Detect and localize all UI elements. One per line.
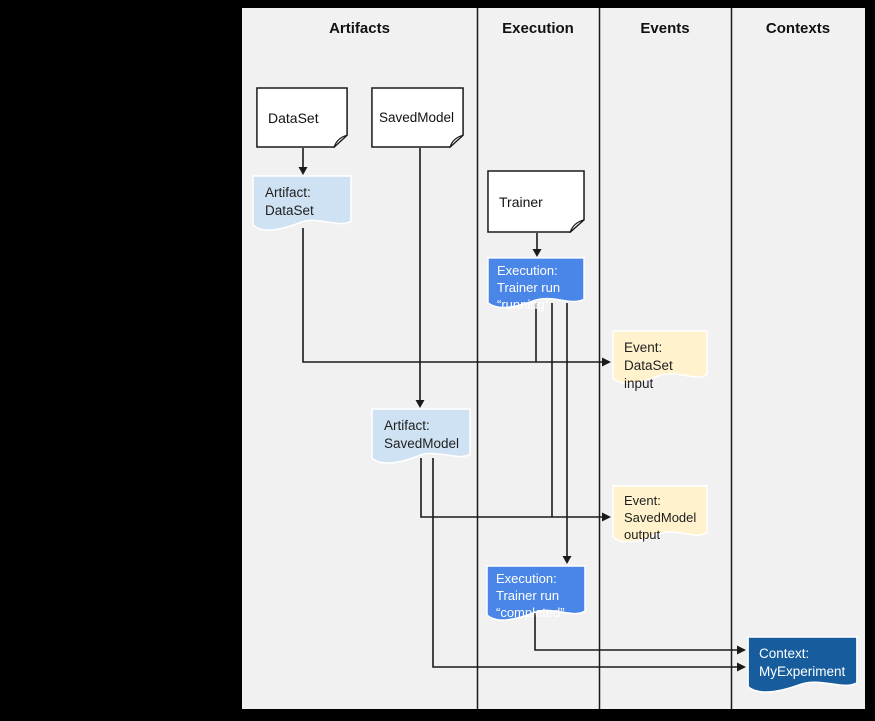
event-savedmodel-output-node: Event: SavedModel output [612, 485, 708, 547]
execution-completed-line3: “completed” [496, 605, 565, 620]
execution-running-label: Execution: Trainer run “running” [487, 257, 585, 313]
artifact-savedmodel-line2: SavedModel [384, 436, 460, 451]
execution-running-node: Execution: Trainer run “running” [487, 257, 585, 312]
artifact-dataset-node: Artifact: DataSet [252, 175, 352, 235]
event-dataset-input-line2: DataSet input [624, 358, 673, 391]
artifact-savedmodel-line1: Artifact: [384, 418, 430, 433]
column-header-contexts-label: Contexts [765, 19, 831, 37]
card-shape [487, 170, 585, 233]
execution-running-line1: Execution: [497, 263, 558, 278]
arrow-artifact-savedmodel-to-event-output [420, 458, 611, 522]
context-myexperiment-label: Context: MyExperiment [747, 636, 858, 681]
dataset-card-node: DataSet [256, 87, 348, 148]
event-savedmodel-output-line2: SavedModel [624, 510, 697, 525]
context-myexperiment-line1: Context: [759, 646, 810, 661]
event-dataset-input-node: Event: DataSet input [612, 330, 708, 391]
card-shape [256, 87, 348, 148]
arrow-running-to-completed [562, 303, 572, 564]
column-header-artifacts-label: Artifacts [329, 19, 390, 37]
execution-completed-line1: Execution: [496, 571, 557, 586]
artifact-savedmodel-label: Artifact: SavedModel [371, 408, 471, 453]
arrow-trainer-to-running [532, 233, 542, 257]
execution-completed-line2: Trainer run [496, 588, 560, 603]
event-savedmodel-output-label: Event: SavedModel output [612, 485, 708, 543]
artifact-dataset-label: Artifact: DataSet [252, 175, 352, 220]
dataset-card-label: DataSet [256, 87, 348, 148]
column-header-artifacts: Artifacts [242, 17, 477, 39]
execution-running-line3: “running” [497, 297, 550, 312]
context-myexperiment-node: Context: MyExperiment [747, 636, 858, 697]
context-myexperiment-line2: MyExperiment [759, 664, 846, 679]
dataset-card-text: DataSet [268, 109, 319, 126]
column-header-events-label: Events [640, 19, 690, 37]
column-header-execution: Execution [477, 17, 599, 39]
arrow-artifact-dataset-to-event-input [302, 228, 611, 367]
artifact-savedmodel-node: Artifact: SavedModel [371, 408, 471, 468]
lane-dividers [476, 8, 733, 709]
artifact-dataset-line2: DataSet [265, 203, 314, 218]
trainer-card-text: Trainer [499, 193, 543, 210]
wavy-shape [612, 485, 708, 547]
wavy-shape [747, 636, 858, 697]
execution-running-line2: Trainer run [497, 280, 561, 295]
wavy-shape [371, 408, 471, 468]
savedmodel-card-label: SavedModel [371, 87, 464, 148]
event-dataset-input-label: Event: DataSet input [612, 330, 708, 393]
wavy-shape [612, 330, 708, 388]
arrow-completed-to-context [534, 612, 746, 655]
savedmodel-card-node: SavedModel [371, 87, 464, 148]
column-header-contexts: Contexts [731, 17, 865, 39]
event-savedmodel-output-line3: output [624, 527, 661, 542]
column-header-events: Events [599, 17, 731, 39]
execution-completed-label: Execution: Trainer run “completed” [486, 565, 586, 621]
column-header-execution-label: Execution [502, 19, 574, 37]
event-savedmodel-output-line1: Event: [624, 493, 661, 508]
savedmodel-card-text: SavedModel [379, 110, 455, 125]
wavy-shape [486, 565, 586, 625]
wavy-shape [487, 257, 585, 312]
artifact-dataset-line1: Artifact: [265, 185, 311, 200]
card-shape [371, 87, 464, 148]
wavy-shape [252, 175, 352, 235]
execution-completed-node: Execution: Trainer run “completed” [486, 565, 586, 625]
trainer-card-label: Trainer [487, 170, 585, 233]
arrow-dataset-to-artifact [298, 148, 308, 175]
arrow-savedmodel-to-artifact [415, 148, 425, 408]
arrow-artifact-savedmodel-to-context [432, 458, 746, 672]
event-dataset-input-line1: Event: [624, 340, 663, 355]
trainer-card-node: Trainer [487, 170, 585, 233]
